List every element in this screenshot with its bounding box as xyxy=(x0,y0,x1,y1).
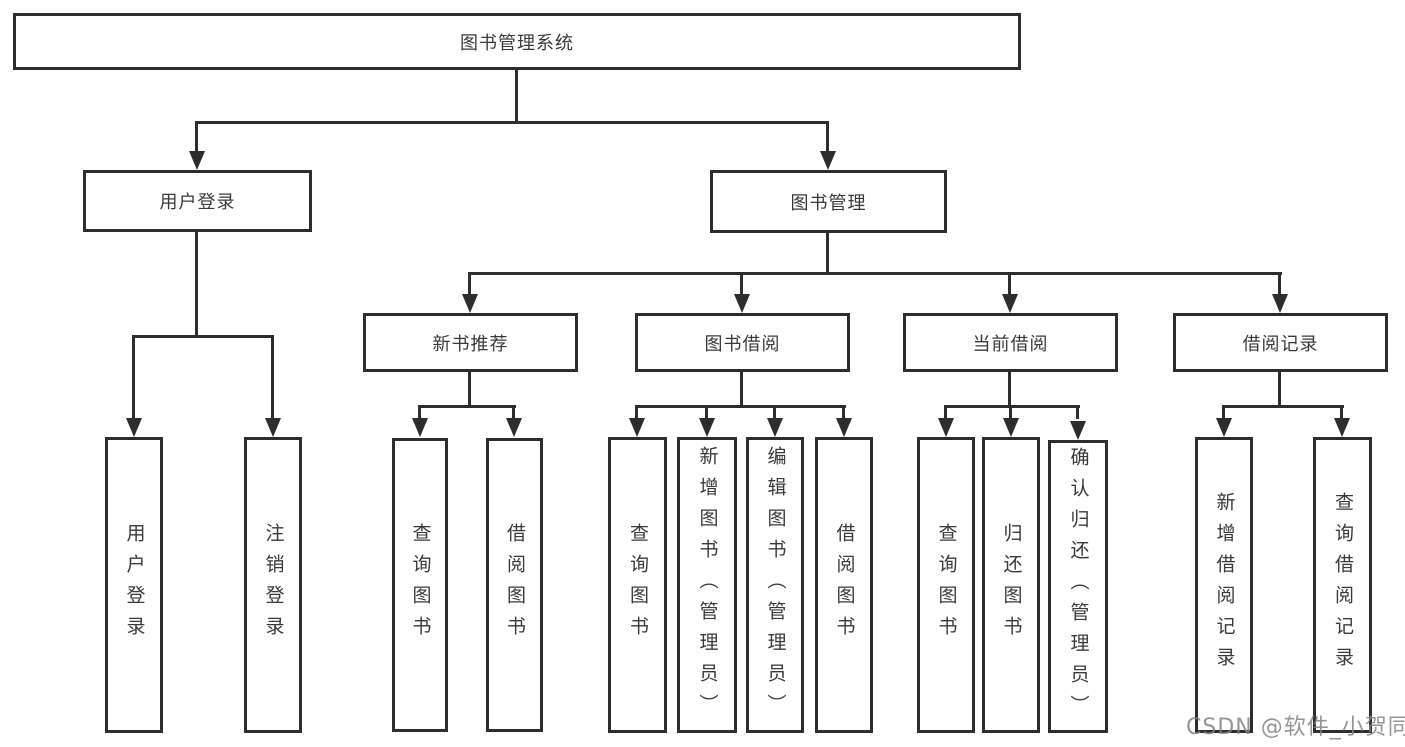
connector-stem-br-query xyxy=(1340,405,1343,419)
arrow-to-new-book xyxy=(462,294,478,313)
connector-stem-br-add xyxy=(1222,405,1225,419)
node-library-system-label: 图书管理系统 xyxy=(460,32,574,54)
node-new-book-recommend-label: 新书推荐 xyxy=(432,333,509,355)
arrow-to-bb-edit xyxy=(767,418,783,437)
leaf-user-login: 用户登录 xyxy=(105,437,163,733)
arrow-to-borrow-record xyxy=(1272,294,1288,313)
connector-nbr-branch xyxy=(418,405,516,408)
connector-bookmgmt-branch xyxy=(468,272,1282,275)
leaf-bb-add-books-admin-label: 新增图书（管理员） xyxy=(696,445,719,725)
leaf-br-add-record-label: 新增借阅记录 xyxy=(1213,492,1236,678)
connector-root-drop xyxy=(515,70,518,124)
leaf-br-query-record-label: 查询借阅记录 xyxy=(1332,492,1354,678)
leaf-logout-login: 注销登录 xyxy=(244,437,302,733)
leaf-cb-confirm-return-admin-label: 确认归还（管理员） xyxy=(1067,447,1090,726)
connector-stem-cb-confirm xyxy=(1076,405,1079,419)
arrow-to-cb-return xyxy=(1003,418,1019,437)
leaf-nbr-query-books: 查询图书 xyxy=(392,438,448,732)
connector-stem-user-login xyxy=(195,121,198,152)
leaf-bb-query-books: 查询图书 xyxy=(608,437,667,733)
node-user-login-label: 用户登录 xyxy=(159,192,236,213)
leaf-br-query-record: 查询借阅记录 xyxy=(1313,437,1372,733)
leaf-cb-return-books: 归还图书 xyxy=(982,437,1040,733)
leaf-bb-add-books-admin: 新增图书（管理员） xyxy=(677,437,737,733)
arrow-to-br-query xyxy=(1334,418,1350,437)
arrow-to-bb-add xyxy=(699,418,715,437)
leaf-nbr-borrow-books-label: 借阅图书 xyxy=(504,523,526,647)
connector-bb-drop xyxy=(740,372,743,408)
leaf-nbr-query-books-label: 查询图书 xyxy=(409,523,432,647)
leaf-nbr-borrow-books: 借阅图书 xyxy=(486,438,543,732)
node-book-borrow-label: 图书借阅 xyxy=(704,333,781,355)
arrow-to-nbr-borrow xyxy=(506,418,522,437)
connector-nbr-drop xyxy=(468,372,471,408)
leaf-br-add-record: 新增借阅记录 xyxy=(1195,437,1253,733)
connector-bb-branch xyxy=(635,405,846,408)
leaf-logout-login-label: 注销登录 xyxy=(262,523,285,647)
leaf-cb-query-books: 查询图书 xyxy=(917,437,975,733)
arrow-to-book-mgmt xyxy=(820,151,836,170)
node-borrow-records: 借阅记录 xyxy=(1173,313,1388,372)
connector-br-branch xyxy=(1222,405,1344,408)
connector-stem-book-borrow xyxy=(740,272,743,295)
arrow-to-login-leaf xyxy=(126,418,142,437)
leaf-cb-query-books-label: 查询图书 xyxy=(935,523,958,647)
connector-stem-book-mgmt xyxy=(826,121,829,152)
node-current-borrow: 当前借阅 xyxy=(903,313,1118,372)
node-borrow-records-label: 借阅记录 xyxy=(1242,333,1319,355)
connector-stem-bb-borrow xyxy=(842,405,845,419)
arrow-to-logout-leaf xyxy=(265,418,281,437)
node-book-management: 图书管理 xyxy=(710,170,947,233)
connector-cb-drop xyxy=(1008,372,1011,408)
connector-cb-branch xyxy=(944,405,1080,408)
connector-userlogin-branch xyxy=(132,335,274,338)
connector-stem-bb-edit xyxy=(773,405,776,419)
connector-stem-logout-leaf xyxy=(271,335,274,419)
connector-userlogin-drop xyxy=(195,232,198,338)
connector-stem-bb-add xyxy=(705,405,708,419)
connector-stem-nbr-borrow xyxy=(512,405,515,419)
connector-root-branch xyxy=(195,121,829,124)
connector-stem-login-leaf xyxy=(132,335,135,419)
arrow-to-nbr-query xyxy=(412,418,428,437)
connector-br-drop xyxy=(1278,372,1281,408)
leaf-user-login-label: 用户登录 xyxy=(123,523,146,647)
arrow-to-cb-query xyxy=(938,418,954,437)
connector-stem-nbr-query xyxy=(418,405,421,419)
arrow-to-bb-query xyxy=(629,418,645,437)
csdn-watermark: CSDN @软件_小贺同学 xyxy=(1186,715,1405,740)
arrow-to-current-borrow xyxy=(1002,294,1018,313)
leaf-cb-return-books-label: 归还图书 xyxy=(1000,523,1023,647)
connector-stem-current-borrow xyxy=(1008,272,1011,295)
node-book-borrow: 图书借阅 xyxy=(635,313,850,372)
node-user-login: 用户登录 xyxy=(83,170,312,232)
node-book-management-label: 图书管理 xyxy=(790,192,867,214)
connector-stem-new-book xyxy=(468,272,471,295)
connector-bookmgmt-drop xyxy=(826,233,829,275)
leaf-bb-edit-books-admin: 编辑图书（管理员） xyxy=(746,437,804,733)
connector-stem-cb-return xyxy=(1009,405,1012,419)
connector-stem-borrow-record xyxy=(1278,272,1281,295)
arrow-to-cb-confirm xyxy=(1070,421,1086,440)
leaf-cb-confirm-return-admin: 确认归还（管理员） xyxy=(1048,440,1108,733)
arrow-to-br-add xyxy=(1216,418,1232,437)
leaf-bb-query-books-label: 查询图书 xyxy=(627,523,649,647)
leaf-bb-borrow-books-label: 借阅图书 xyxy=(833,523,856,647)
node-library-system: 图书管理系统 xyxy=(13,13,1021,70)
leaf-bb-edit-books-admin-label: 编辑图书（管理员） xyxy=(764,445,787,725)
node-new-book-recommend: 新书推荐 xyxy=(363,313,578,372)
connector-stem-cb-query xyxy=(944,405,947,419)
node-current-borrow-label: 当前借阅 xyxy=(972,333,1049,355)
connector-stem-bb-query xyxy=(635,405,638,419)
arrow-to-user-login xyxy=(189,151,205,170)
arrow-to-book-borrow xyxy=(734,294,750,313)
leaf-bb-borrow-books: 借阅图书 xyxy=(815,437,873,733)
arrow-to-bb-borrow xyxy=(836,418,852,437)
